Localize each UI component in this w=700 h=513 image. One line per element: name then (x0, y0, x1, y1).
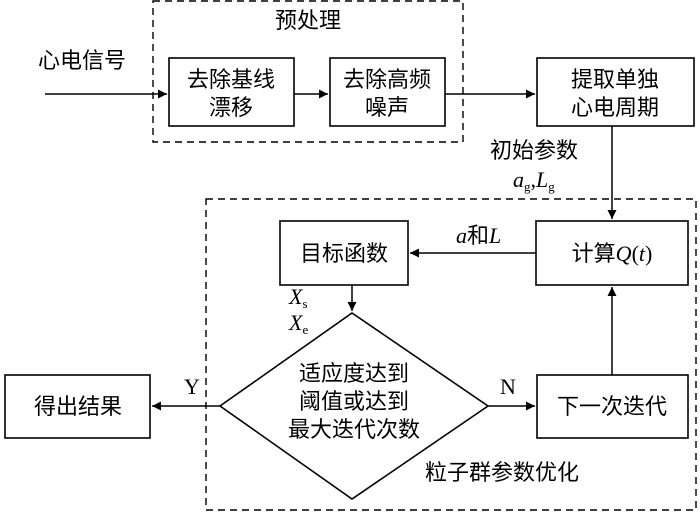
remove-baseline-box (168, 57, 295, 127)
extract-line2: 心电周期 (571, 96, 659, 121)
compute-q-box (535, 220, 689, 286)
next-iteration-box (536, 374, 689, 439)
decision-line1: 适应度达到 (299, 362, 409, 387)
remove-hf-noise-box (329, 57, 446, 127)
pso-group-frame (205, 198, 697, 511)
compute-q-label: 计算Q(t) (572, 241, 653, 267)
xe-label: Xe (288, 310, 308, 337)
preprocess-group-frame (152, 0, 464, 143)
yes-label: Y (184, 374, 200, 399)
decision-line2: 阈值或达到 (299, 390, 409, 415)
init-params-symbols: ag,Lg (513, 167, 555, 194)
preprocess-group-label: 预处理 (275, 9, 341, 34)
remove-hf-line1: 去除高频 (343, 68, 431, 93)
objective-box (279, 220, 409, 286)
result-box (4, 374, 151, 439)
xs-label: Xs (288, 284, 308, 311)
remove-baseline-line2: 漂移 (209, 96, 253, 121)
extract-line1: 提取单独 (571, 68, 659, 93)
remove-baseline-line1: 去除基线 (187, 68, 275, 93)
pso-group-label: 粒子群参数优化 (425, 461, 579, 486)
remove-hf-line2: 噪声 (365, 96, 409, 121)
a-and-l-label: a和L (456, 223, 501, 249)
extract-cycle-box (536, 57, 695, 127)
next-iteration-label: 下一次迭代 (557, 395, 667, 420)
no-label: N (500, 374, 516, 399)
decision-diamond (218, 312, 490, 500)
input-signal-label: 心电信号 (38, 49, 126, 74)
result-label: 得出结果 (34, 395, 122, 420)
objective-label: 目标函数 (300, 242, 388, 267)
decision-line3: 最大迭代次数 (288, 418, 420, 443)
init-params-label: 初始参数 (490, 139, 578, 164)
